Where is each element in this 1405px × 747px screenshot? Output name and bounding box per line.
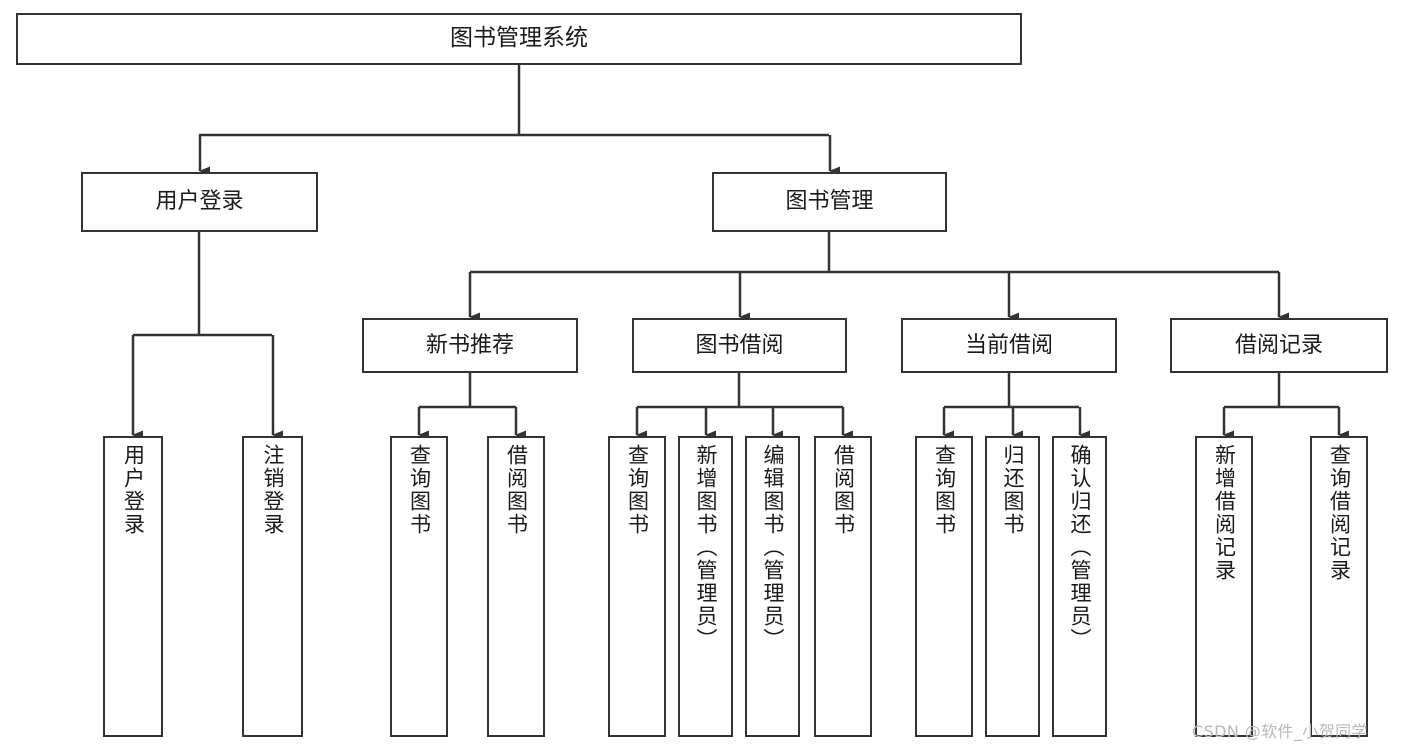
node-newbook[interactable]: 新书推荐 (362, 318, 578, 373)
node-label: 新书推荐 (425, 332, 514, 358)
node-label: 用户登录 (155, 189, 244, 215)
node-label: 注销登录 (261, 444, 285, 536)
node-bookmgmt[interactable]: 图书管理 (712, 172, 947, 232)
node-label: 新增图书（管理员） (694, 444, 718, 651)
node-l-cu-confirm[interactable]: 确认归还（管理员） (1052, 436, 1107, 737)
node-label: 查询图书 (932, 444, 957, 536)
node-l-rc-add[interactable]: 新增借阅记录 (1195, 436, 1253, 737)
node-label: 新增借阅记录 (1212, 444, 1237, 582)
node-label: 确认归还（管理员） (1068, 444, 1092, 651)
node-l-bw-borrow[interactable]: 借阅图书 (814, 436, 872, 737)
node-label: 图书借阅 (695, 332, 784, 358)
node-label: 借阅记录 (1234, 332, 1323, 358)
node-root[interactable]: 图书管理系统 (16, 13, 1022, 65)
node-l-nb-borrow[interactable]: 借阅图书 (487, 436, 545, 737)
node-label: 借阅图书 (504, 444, 529, 536)
node-borrow[interactable]: 图书借阅 (632, 318, 847, 373)
node-l-bw-query[interactable]: 查询图书 (608, 436, 666, 737)
node-login[interactable]: 用户登录 (81, 172, 318, 232)
node-label: 借阅图书 (831, 444, 856, 536)
node-records[interactable]: 借阅记录 (1170, 318, 1388, 373)
node-label: 用户登录 (121, 444, 146, 536)
node-l-rc-query[interactable]: 查询借阅记录 (1310, 436, 1368, 737)
node-label: 归还图书 (1001, 444, 1025, 536)
node-label: 查询借阅记录 (1327, 444, 1352, 582)
node-l-nb-query[interactable]: 查询图书 (390, 436, 448, 737)
node-l-cu-query[interactable]: 查询图书 (915, 436, 973, 737)
node-l-bw-add[interactable]: 新增图书（管理员） (678, 436, 733, 737)
node-current[interactable]: 当前借阅 (901, 318, 1117, 373)
node-label: 当前借阅 (964, 332, 1053, 358)
node-l-login[interactable]: 用户登录 (103, 436, 163, 737)
node-l-cu-return[interactable]: 归还图书 (985, 436, 1040, 737)
node-label: 查询图书 (407, 444, 432, 536)
node-label: 图书管理 (785, 189, 874, 215)
node-l-logout[interactable]: 注销登录 (242, 436, 303, 737)
node-label: 查询图书 (625, 444, 650, 536)
csdn-watermark: CSDN @软件_小贺同学 (1192, 722, 1368, 741)
node-l-bw-edit[interactable]: 编辑图书（管理员） (745, 436, 800, 737)
node-label: 图书管理系统 (450, 25, 588, 52)
node-label: 编辑图书（管理员） (761, 444, 785, 651)
